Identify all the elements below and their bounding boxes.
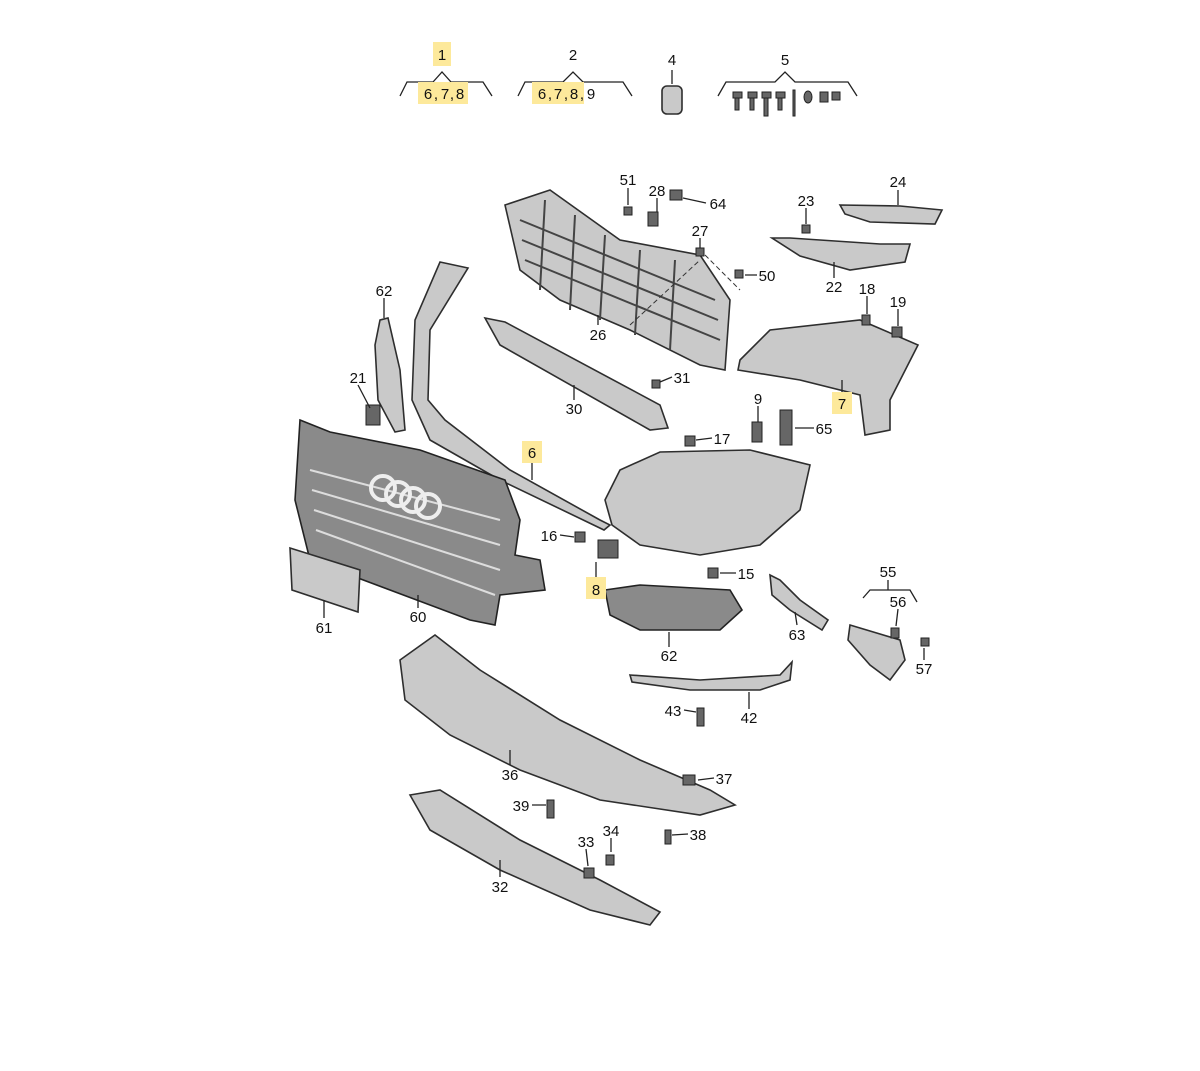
callout-30[interactable]: 30 <box>566 401 583 418</box>
kit-group-1[interactable]: 1 6 , 7 , 8 <box>399 42 493 104</box>
bracket-63 <box>769 573 830 632</box>
callout-42[interactable]: 42 <box>741 710 758 727</box>
callout-62[interactable]: 62 <box>376 283 393 300</box>
audi-rings-logo <box>369 474 442 520</box>
kit-group-2[interactable]: 2 6 , 7 , 8 , 9 <box>517 47 633 104</box>
callout-8[interactable]: 8 <box>592 582 600 599</box>
bumper-side-7 <box>737 319 920 436</box>
underbody-36 <box>399 634 737 816</box>
small-fasteners <box>365 189 930 879</box>
callout-27[interactable]: 27 <box>692 223 709 240</box>
callout-6[interactable]: 6 <box>528 445 536 462</box>
callout-36[interactable]: 36 <box>502 767 519 784</box>
callout-18[interactable]: 18 <box>859 281 876 298</box>
kit-2-item: 6 <box>538 86 546 103</box>
svg-text:,: , <box>434 86 438 103</box>
callout-61[interactable]: 61 <box>316 620 333 637</box>
svg-text:,: , <box>450 86 454 103</box>
callout-26[interactable]: 26 <box>590 327 607 344</box>
callout-31[interactable]: 31 <box>674 370 691 387</box>
callout-33[interactable]: 33 <box>578 834 595 851</box>
trim-24 <box>838 204 944 225</box>
callout-62[interactable]: 62 <box>661 648 678 665</box>
callout-16[interactable]: 16 <box>541 528 558 545</box>
callout-28[interactable]: 28 <box>649 183 666 200</box>
kit-2-item: 8 <box>570 86 578 103</box>
callout-60[interactable]: 60 <box>410 609 427 626</box>
callout-15[interactable]: 15 <box>738 566 755 583</box>
callout-63[interactable]: 63 <box>789 627 806 644</box>
highlight <box>418 82 468 104</box>
kit-group-4[interactable]: 4 <box>661 52 683 115</box>
callout-23[interactable]: 23 <box>798 193 815 210</box>
trim-22 <box>769 237 912 271</box>
svg-text:,: , <box>548 86 552 103</box>
callout-64[interactable]: 64 <box>710 196 727 213</box>
kit-4-label: 4 <box>668 52 676 69</box>
kit-2-label: 2 <box>569 47 577 64</box>
kit-1-item: 8 <box>456 86 464 103</box>
callout-55[interactable]: 55 <box>880 564 897 581</box>
bumper-bracket-30 <box>483 316 670 431</box>
callout-51[interactable]: 51 <box>620 172 637 189</box>
kit-1-item: 7 <box>441 86 449 103</box>
callout-65[interactable]: 65 <box>816 421 833 438</box>
callout-17[interactable]: 17 <box>714 431 731 448</box>
screw-set-icon <box>732 89 841 117</box>
highlight <box>433 42 451 66</box>
bracket-55 <box>847 623 906 682</box>
kit-5-label: 5 <box>781 52 789 69</box>
clip-part-icon <box>661 85 683 115</box>
callout-21[interactable]: 21 <box>350 370 367 387</box>
highlight <box>832 392 852 414</box>
side-bracket-62-upper <box>374 317 406 433</box>
kit-1-item: 6 <box>424 86 432 103</box>
strip-42 <box>628 659 794 691</box>
kit-group-5[interactable]: 5 <box>717 52 858 117</box>
highlight <box>532 82 584 104</box>
svg-text:,: , <box>564 86 568 103</box>
callout-7[interactable]: 7 <box>838 396 846 413</box>
kit-2-item: 9 <box>587 86 595 103</box>
callout-9[interactable]: 9 <box>754 391 762 408</box>
kit-1-label: 1 <box>438 47 446 64</box>
bumper-corner <box>604 449 811 556</box>
callout-24[interactable]: 24 <box>890 174 907 191</box>
bumper-cover-6 <box>411 261 612 531</box>
callout-39[interactable]: 39 <box>513 798 530 815</box>
upper-grille-26 <box>504 189 731 371</box>
callout-38[interactable]: 38 <box>690 827 707 844</box>
lower-spoiler-32 <box>408 789 662 926</box>
svg-text:,: , <box>580 86 584 103</box>
kit-2-item: 7 <box>554 86 562 103</box>
callout-22[interactable]: 22 <box>826 279 843 296</box>
callout-43[interactable]: 43 <box>665 703 682 720</box>
callout-37[interactable]: 37 <box>716 771 733 788</box>
leader-lines <box>323 188 925 877</box>
highlight <box>586 577 606 599</box>
callout-56[interactable]: 56 <box>890 594 907 611</box>
callout-19[interactable]: 19 <box>890 294 907 311</box>
callout-57[interactable]: 57 <box>916 661 933 678</box>
callout-34[interactable]: 34 <box>603 823 620 840</box>
highlight <box>522 441 542 463</box>
callouts: 51 28 64 27 50 23 24 22 18 19 62 21 26 3… <box>316 172 933 896</box>
fog-trim-62 <box>604 584 744 631</box>
callout-50[interactable]: 50 <box>759 268 776 285</box>
callout-32[interactable]: 32 <box>492 879 509 896</box>
license-plate-bracket-61 <box>289 546 361 614</box>
